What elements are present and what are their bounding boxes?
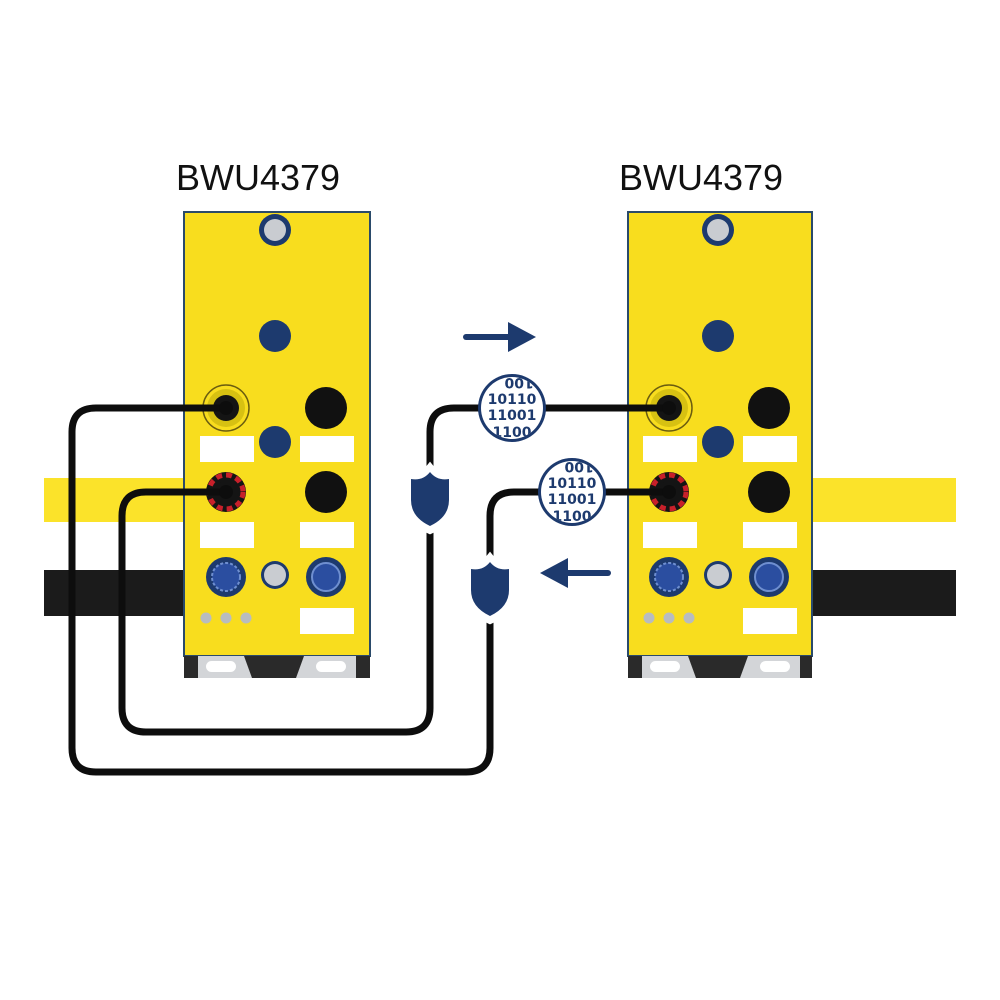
label-plate — [643, 436, 697, 462]
data-bits-line: 11001 — [488, 408, 537, 424]
port-dark — [748, 471, 790, 513]
io-module-right: BWU4379 — [619, 157, 813, 678]
port-dark — [305, 471, 347, 513]
data-bits-line: 11001 — [548, 492, 597, 508]
cable-inner — [118, 404, 673, 736]
label-plate — [743, 522, 797, 548]
data-bits-line: 10110 — [488, 392, 537, 408]
indicator-led — [220, 612, 232, 624]
indicator-led — [240, 612, 252, 624]
label-plate — [200, 522, 254, 548]
data-badge: 1100 10110 11001 1100 — [538, 458, 606, 526]
status-led — [259, 320, 291, 352]
label-plate — [300, 436, 354, 462]
label-plate — [743, 436, 797, 462]
data-bits-line: 1100 — [493, 425, 532, 441]
label-plate — [300, 608, 354, 634]
plug — [219, 485, 233, 499]
shield-icon — [404, 461, 456, 535]
indicator-led — [200, 612, 212, 624]
label-plate — [743, 608, 797, 634]
plug — [219, 401, 233, 415]
device-label: BWU4379 — [619, 157, 783, 198]
indicator-led — [663, 612, 675, 624]
center-led — [259, 426, 291, 458]
shield-icon — [464, 551, 516, 625]
data-bits-line: 10110 — [548, 476, 597, 492]
plug — [662, 485, 676, 499]
arrow-left-icon — [540, 558, 611, 588]
plug — [662, 401, 676, 415]
data-bits-line: 1100 — [553, 509, 592, 525]
io-module-left: BWU4379 — [176, 157, 371, 678]
arrow-right-icon — [463, 322, 536, 352]
yellow-rail-right — [810, 478, 956, 522]
indicator-led — [643, 612, 655, 624]
indicator-led — [683, 612, 695, 624]
data-badge: 1100 10110 11001 1100 — [478, 374, 546, 442]
center-led — [702, 426, 734, 458]
port-dark — [305, 387, 347, 429]
label-plate — [300, 522, 354, 548]
label-plate — [200, 436, 254, 462]
device-label: BWU4379 — [176, 157, 340, 198]
black-rail-right — [810, 570, 956, 616]
port-dark — [748, 387, 790, 429]
cable-outer — [68, 404, 673, 776]
status-led — [702, 320, 734, 352]
label-plate — [643, 522, 697, 548]
